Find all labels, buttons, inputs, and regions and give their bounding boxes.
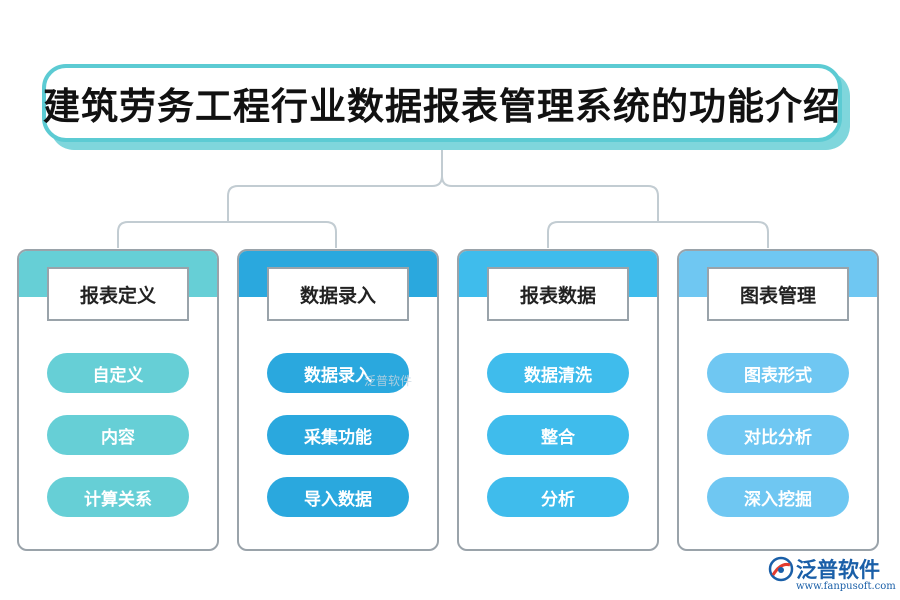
fanpu-logo-icon [768,556,794,582]
title-box: 建筑劳务工程行业数据报表管理系统的功能介绍 [42,64,842,142]
connector-right-branch [547,221,769,248]
category-title: 图表管理 [707,267,849,321]
logo-url: www.fanpusoft.com [796,581,896,592]
feature-pill: 分析 [487,477,629,517]
logo-name: 泛普软件 [796,558,880,582]
category-title: 报表定义 [47,267,189,321]
brand-logo: 泛普软件 www.fanpusoft.com [768,552,896,596]
category-title: 数据录入 [267,267,409,321]
feature-pill: 对比分析 [707,415,849,455]
feature-pill: 数据录入 [267,353,409,393]
connector-root [227,146,443,222]
feature-pill: 导入数据 [267,477,409,517]
feature-pill: 深入挖掘 [707,477,849,517]
connector-left-branch [117,221,337,248]
category-card-data-entry: 数据录入 数据录入 采集功能 导入数据 [237,249,439,551]
feature-pill: 整合 [487,415,629,455]
feature-pill: 采集功能 [267,415,409,455]
feature-pill: 计算关系 [47,477,189,517]
category-title: 报表数据 [487,267,629,321]
feature-pill: 数据清洗 [487,353,629,393]
watermark-logo: 泛普软件 [364,374,413,388]
feature-pill: 内容 [47,415,189,455]
feature-pill: 自定义 [47,353,189,393]
connector-root-right [441,175,659,222]
category-card-chart-management: 图表管理 图表形式 对比分析 深入挖掘 [677,249,879,551]
category-card-report-definition: 报表定义 自定义 内容 计算关系 [17,249,219,551]
category-card-report-data: 报表数据 数据清洗 整合 分析 [457,249,659,551]
page-title: 建筑劳务工程行业数据报表管理系统的功能介绍 [43,85,841,128]
feature-pill: 图表形式 [707,353,849,393]
